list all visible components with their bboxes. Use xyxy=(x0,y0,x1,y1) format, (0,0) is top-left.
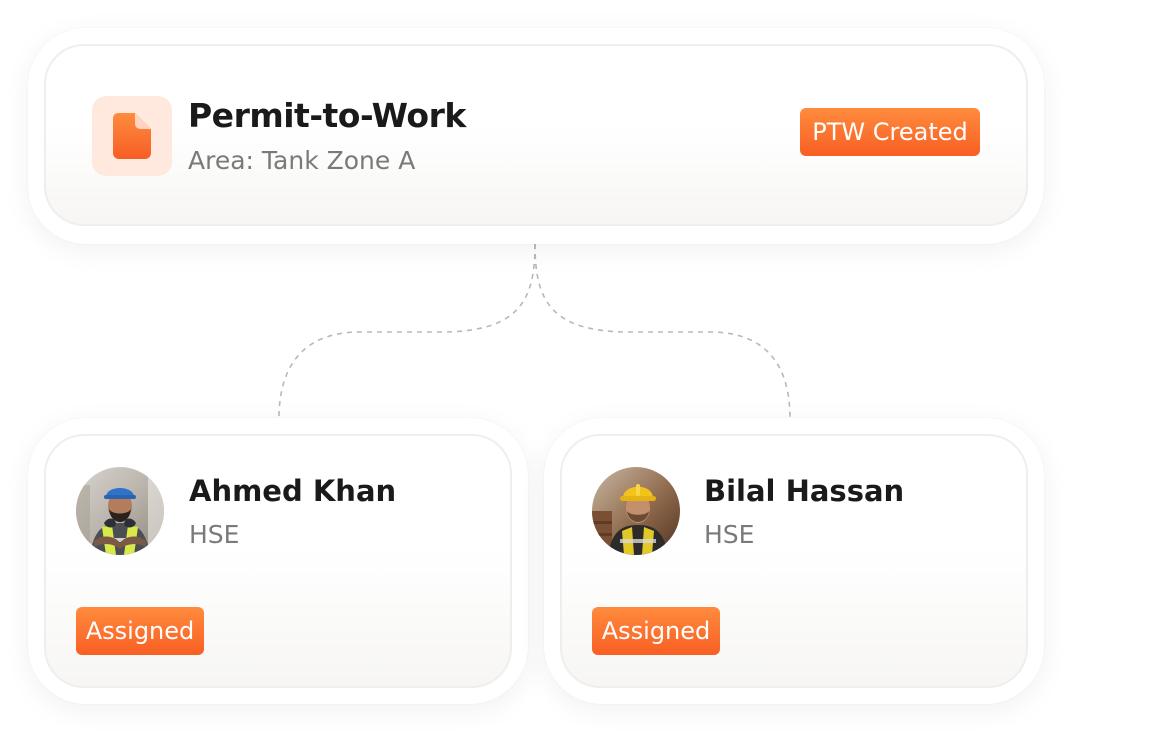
assigned-status-badge: Assigned xyxy=(592,607,720,655)
worker-role: HSE xyxy=(189,520,240,549)
worker-avatar xyxy=(76,467,164,555)
document-icon xyxy=(113,113,151,159)
worker-role: HSE xyxy=(704,520,755,549)
worker-avatar xyxy=(592,467,680,555)
permit-area: Area: Tank Zone A xyxy=(188,146,416,175)
assigned-status-badge: Assigned xyxy=(76,607,204,655)
permit-icon-tile xyxy=(92,96,172,176)
worker-name: Ahmed Khan xyxy=(189,474,397,508)
permit-title: Permit-to-Work xyxy=(188,96,466,135)
ptw-status-badge: PTW Created xyxy=(800,108,980,156)
worker-name: Bilal Hassan xyxy=(704,474,905,508)
